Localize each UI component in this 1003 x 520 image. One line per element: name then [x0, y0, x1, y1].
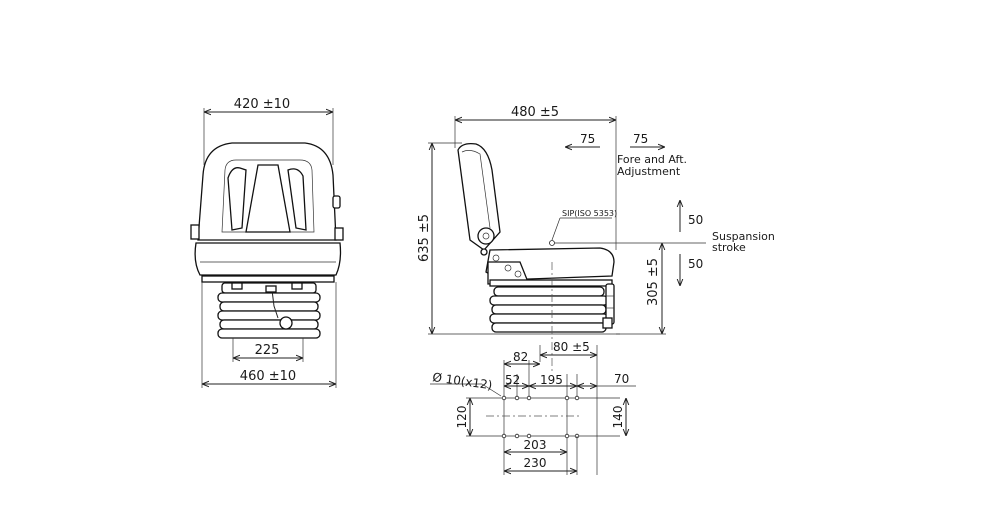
mounting-hole: [564, 395, 570, 401]
dim-140: 140: [611, 406, 625, 429]
mounting-hole: [526, 395, 532, 401]
dim-fore-aft-back: 75: [580, 132, 595, 146]
dim-120: 120: [455, 406, 469, 429]
dim-depth: 480 ±5: [511, 105, 559, 120]
dim-overall-width: 460 ±10: [240, 369, 296, 384]
sip-point: [549, 240, 555, 246]
front-view: 420 ±10 225 460 ±10: [190, 97, 344, 388]
dim-82: 82: [513, 350, 528, 364]
sip-label: SIP(ISO 5353): [562, 209, 617, 218]
suspension-label-line2: stroke: [712, 241, 746, 254]
dim-80: 80 ±5: [553, 340, 590, 354]
mounting-hole: [501, 395, 507, 401]
suspension-label-line1: Suspansion: [712, 230, 775, 243]
mounting-pattern: 82 80 ±5 52 195 70 Ø 10(x12) 1: [430, 340, 636, 475]
dim-52: 52: [505, 373, 520, 387]
dim-230: 230: [524, 456, 547, 470]
mounting-hole: [574, 395, 580, 401]
mounting-hole: [526, 433, 532, 439]
dim-base-width: 225: [255, 343, 280, 358]
fore-aft-label-line1: Fore and Aft.: [617, 153, 687, 166]
seat-cushion-front: [194, 242, 342, 276]
dim-203: 203: [524, 438, 547, 452]
dim-suspension-down: 50: [688, 257, 703, 271]
dim-fore-aft-front: 75: [633, 132, 648, 146]
dim-seat-height: 305 ±5: [646, 258, 661, 306]
suspension-bellows-side: [489, 286, 609, 333]
mounting-hole: [564, 433, 570, 439]
dim-70: 70: [614, 372, 629, 386]
suspension-bellows-front: [217, 282, 321, 339]
fore-aft-label-line2: Adjustment: [617, 165, 681, 178]
dim-suspension-up: 50: [688, 213, 703, 227]
mounting-hole: [501, 433, 507, 439]
dim-overall-height: 635 ±5: [417, 214, 432, 262]
side-view: 480 ±5 635 ±5: [417, 105, 775, 372]
mounting-hole: [514, 433, 520, 439]
hole-callout: Ø 10(x12): [432, 370, 494, 392]
dim-backrest-width: 420 ±10: [234, 97, 290, 112]
dim-195: 195: [540, 373, 563, 387]
mounting-hole: [514, 395, 520, 401]
